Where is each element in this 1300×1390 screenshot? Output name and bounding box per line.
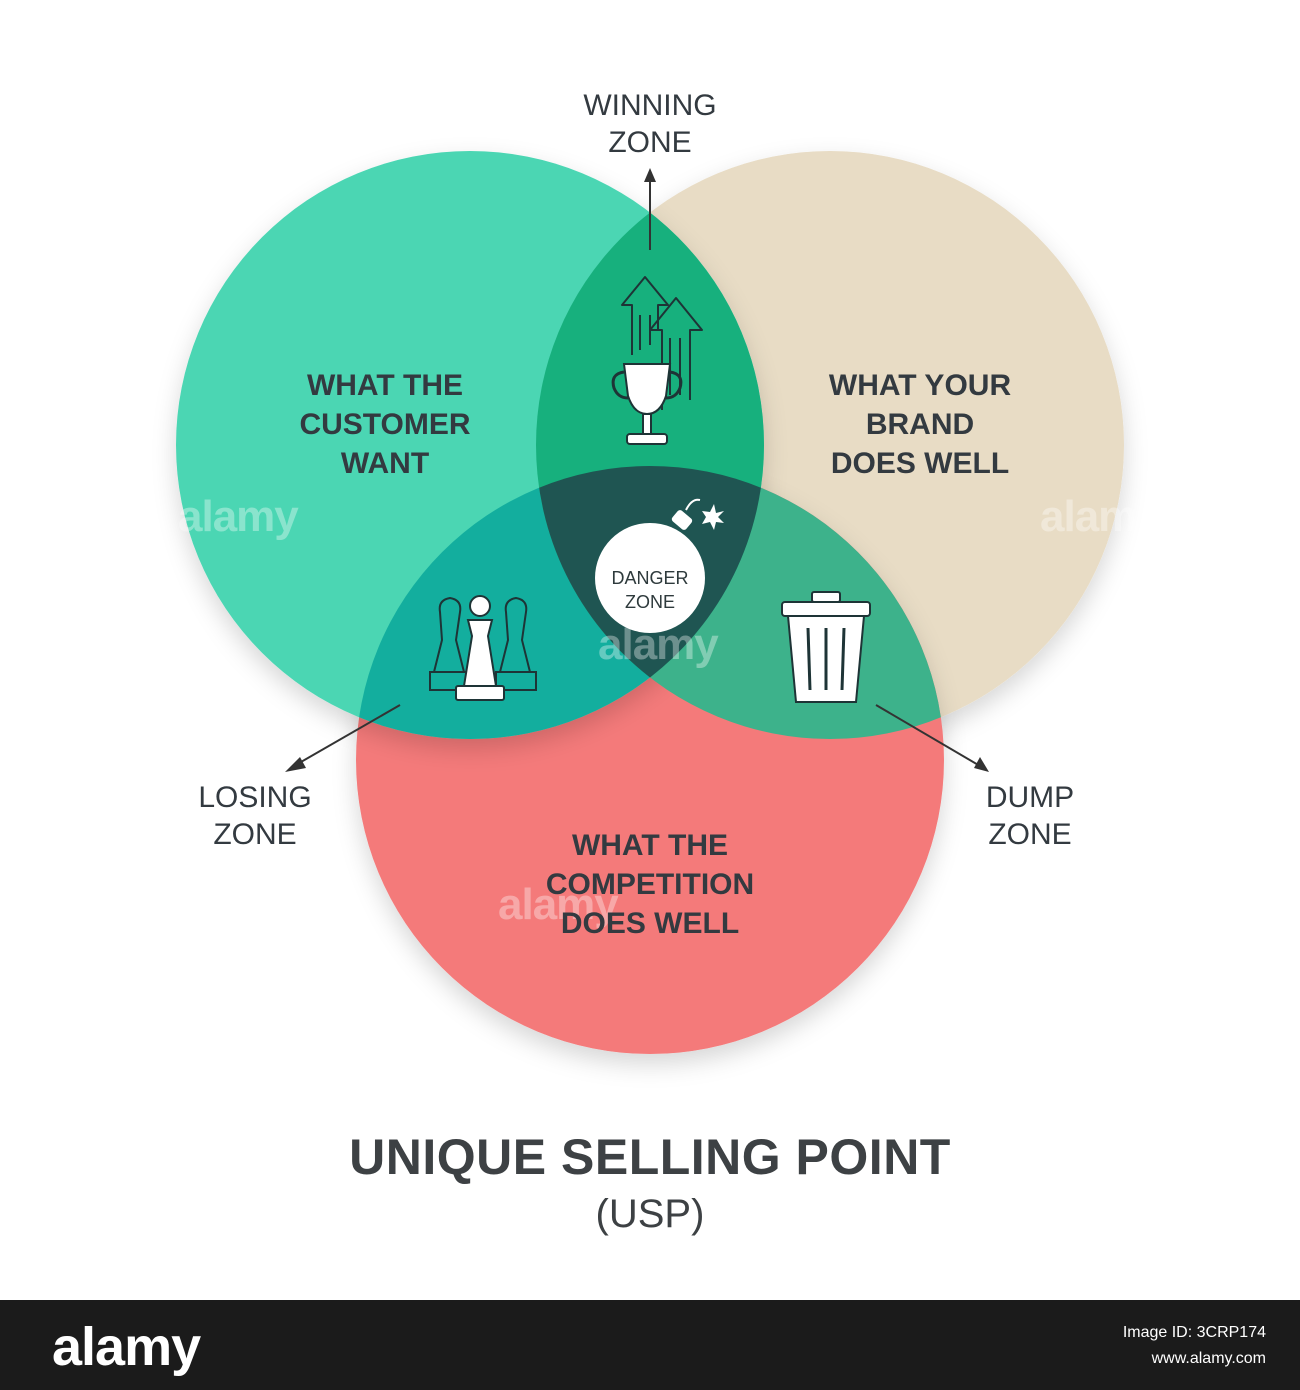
bomb-icon	[595, 498, 724, 633]
trash-can-icon	[781, 591, 871, 703]
brand-circle-label: WHAT YOUR BRAND DOES WELL	[828, 369, 1012, 480]
chess-pieces-icon	[429, 595, 537, 701]
arrows-up-icon	[621, 276, 703, 410]
page-subtitle: (USP)	[595, 1192, 705, 1236]
losing-zone-area	[356, 466, 764, 739]
losing-zone-label: LOSING ZONE	[198, 781, 312, 851]
page-title: UNIQUE SELLING POINT	[349, 1129, 951, 1185]
customer-circle-label: WHAT THE CUSTOMER WANT	[299, 369, 471, 480]
watermark: alamy	[1040, 492, 1161, 541]
image-id: Image ID: 3CRP174	[1122, 1324, 1266, 1341]
watermark: alamy	[178, 492, 299, 541]
losing-arrow	[293, 704, 401, 767]
dump-zone-label: DUMP ZONE	[985, 781, 1075, 851]
trophy-icon	[611, 363, 683, 445]
alamy-logo: alamy	[52, 1317, 201, 1377]
dump-arrowhead	[974, 757, 989, 772]
watermark: alamy	[598, 620, 719, 669]
footer-bar: alamy Image ID: 3CRP174 www.alamy.com	[0, 1300, 1300, 1390]
winning-arrowhead	[644, 168, 656, 182]
site-url: www.alamy.com	[1151, 1350, 1266, 1367]
usp-venn-diagram	[176, 151, 1124, 1054]
watermark: alamy	[498, 880, 619, 929]
competition-circle-label: WHAT THE COMPETITION DOES WELL	[545, 829, 755, 940]
dump-arrow	[875, 704, 981, 767]
winning-zone-label: WINNING ZONE	[583, 89, 717, 159]
danger-zone-label: DANGER ZONE	[611, 568, 689, 613]
losing-arrowhead	[285, 757, 306, 772]
